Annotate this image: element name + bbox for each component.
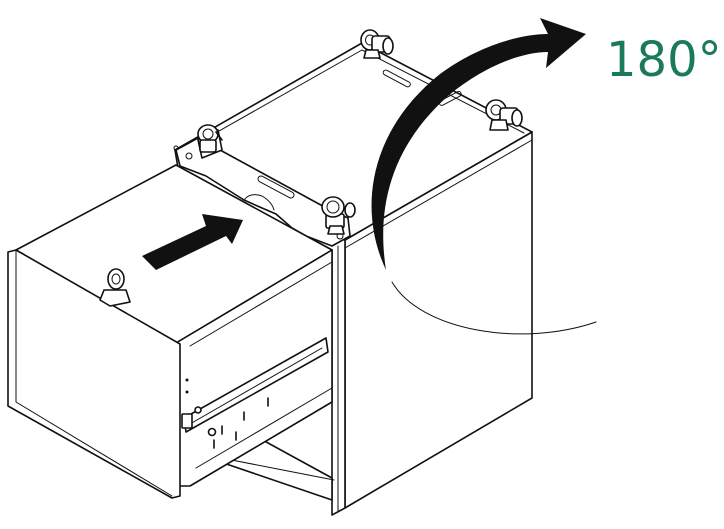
runner-slots — [213, 397, 269, 449]
rotation-angle-label: 180° — [606, 32, 722, 88]
caster-wheel-front-right — [321, 196, 356, 235]
push-direction-arrow — [142, 214, 243, 270]
caster-wheel-front-left — [197, 124, 223, 159]
rotation-arrow — [371, 18, 597, 335]
caster-wheel-back-right — [485, 99, 523, 131]
drawer-caster-bracket — [99, 268, 131, 307]
caster-wheel-back-left — [360, 29, 394, 59]
